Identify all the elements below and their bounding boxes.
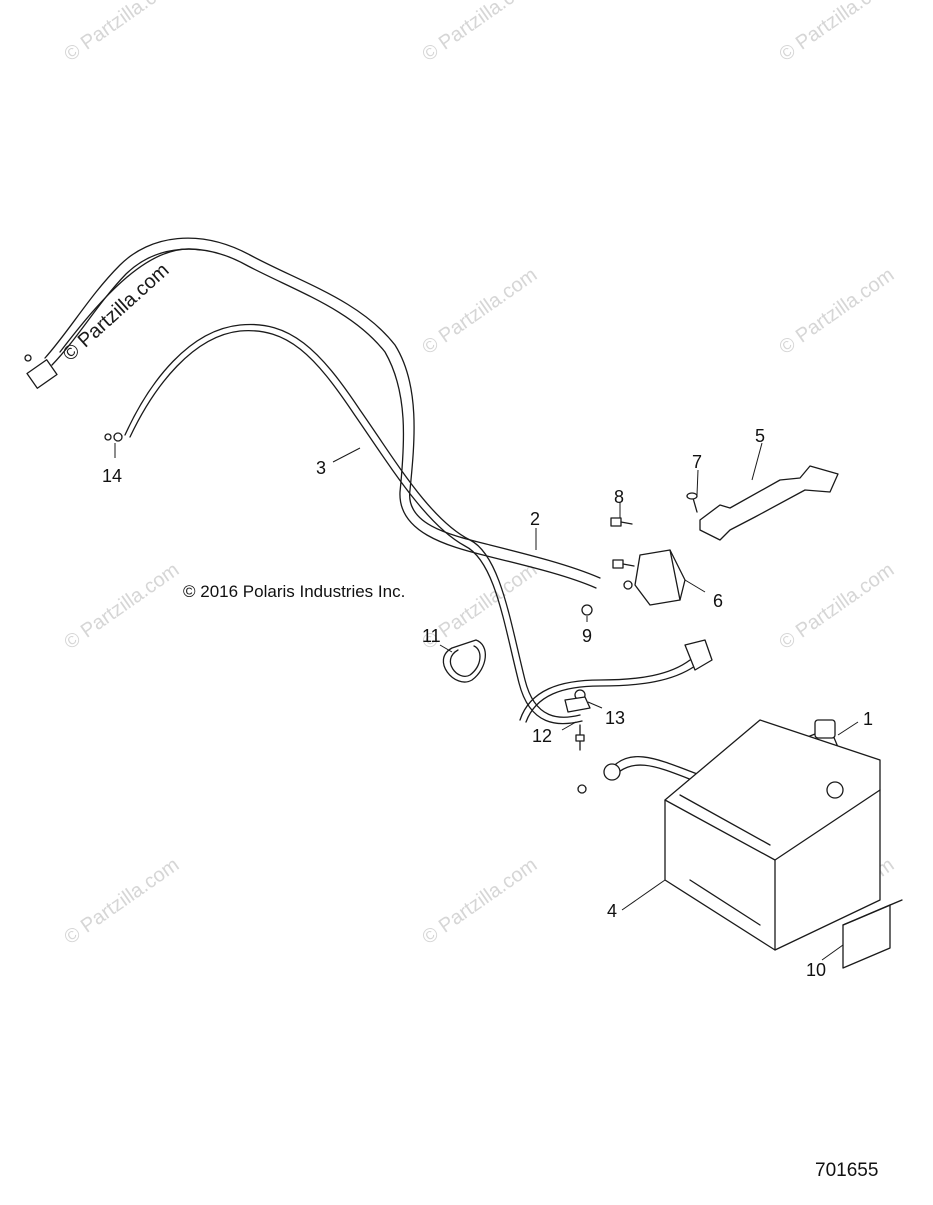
callout-8: 8 xyxy=(614,487,624,507)
terminal xyxy=(564,689,591,713)
callout-11: 11 xyxy=(422,626,441,646)
callout-4: 4 xyxy=(607,901,617,921)
watermark: © Partzilla.com xyxy=(60,854,183,949)
callout-12: 12 xyxy=(532,726,552,746)
diagram-number: 701655 xyxy=(815,1160,879,1181)
watermark: © Partzilla.com xyxy=(775,264,898,359)
callout-13: 13 xyxy=(605,708,625,728)
strap xyxy=(442,639,486,683)
copyright-notice: © 2016 Polaris Industries Inc. xyxy=(183,582,406,601)
callout-2: 2 xyxy=(530,509,540,529)
callout-10: 10 xyxy=(806,960,826,980)
watermark: © Partzilla.com xyxy=(775,559,898,654)
watermark: © Partzilla.com xyxy=(418,0,541,66)
screw xyxy=(686,492,698,513)
bolt xyxy=(610,517,635,569)
stud xyxy=(575,724,587,794)
ground-cable xyxy=(104,323,583,725)
nut xyxy=(581,604,593,616)
battery xyxy=(664,719,881,951)
watermark: © Partzilla.com xyxy=(418,264,541,359)
callout-3: 3 xyxy=(316,458,326,478)
callout-7: 7 xyxy=(692,452,702,472)
callout-5: 5 xyxy=(755,426,765,446)
watermark: © Partzilla.com xyxy=(775,0,898,66)
watermark-dark: © Partzilla.com xyxy=(59,259,174,366)
bracket xyxy=(699,465,839,541)
callout-9: 9 xyxy=(582,626,592,646)
callout-labels: 1 2 3 4 5 6 7 8 9 10 11 12 13 14 xyxy=(102,426,873,980)
callout-6: 6 xyxy=(713,591,723,611)
callout-1: 1 xyxy=(863,709,873,729)
callout-14: 14 xyxy=(102,466,122,486)
leader-lines xyxy=(114,442,859,961)
watermark: © Partzilla.com xyxy=(60,559,183,654)
watermark: © Partzilla.com xyxy=(418,854,541,949)
pad xyxy=(842,899,903,969)
watermark: © Partzilla.com xyxy=(60,0,183,66)
solenoid xyxy=(623,549,686,606)
